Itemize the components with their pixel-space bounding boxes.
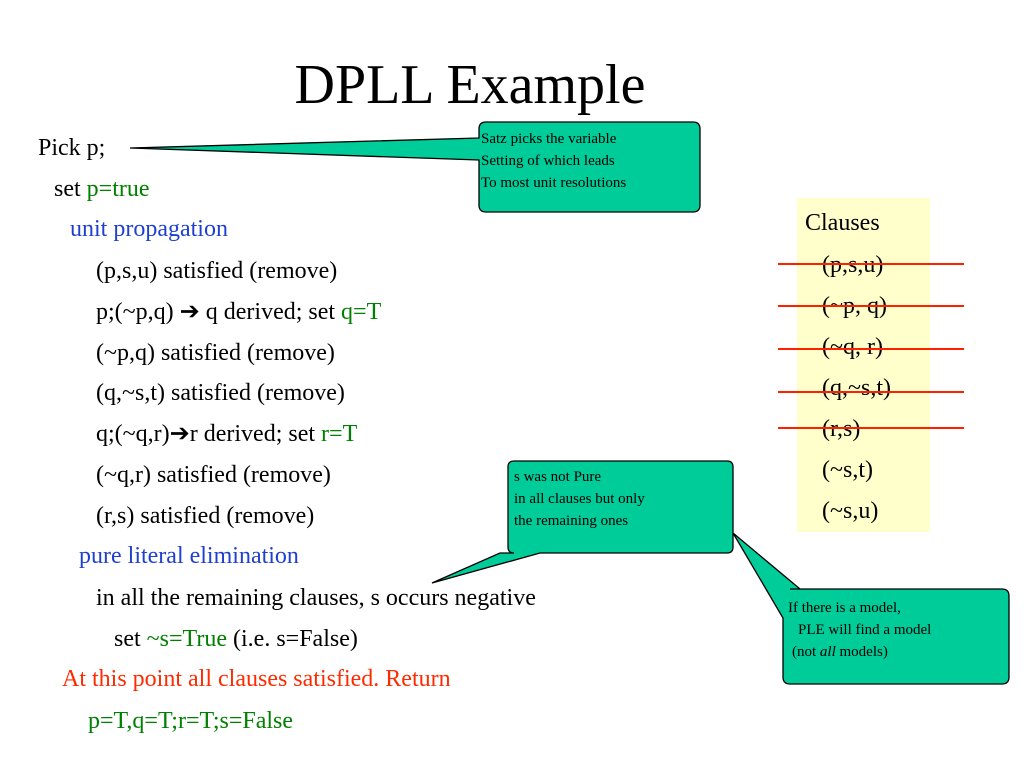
step-set-p-value: p=true xyxy=(86,176,150,202)
result-line-2: p=T,q=T;r=T;s=False xyxy=(88,708,294,734)
clause-item: (~q, r) xyxy=(822,334,883,360)
clause-item: (~s,u) xyxy=(822,498,879,524)
result-line-1: At this point all clauses satisfied. Ret… xyxy=(62,666,451,692)
model-callout-line-3-prefix: (not xyxy=(792,644,820,660)
model-callout-line-3: (not all models) xyxy=(792,641,888,663)
step-set-p-label: set xyxy=(54,176,87,202)
clause-strike-line xyxy=(778,305,964,307)
clauses-header: Clauses xyxy=(805,210,880,236)
step-r-derived-mid: r derived; set xyxy=(189,421,322,447)
step-negative-occurrence: in all the remaining clauses, s occurs n… xyxy=(96,585,536,611)
step-r-derived-value: r=T xyxy=(321,421,358,447)
clause-item: (q,~s,t) xyxy=(822,375,891,401)
satz-callout-line-1: Satz picks the variable xyxy=(481,131,617,147)
clause-strike-line xyxy=(778,348,964,350)
step-psu-satisfied: (p,s,u) satisfied (remove) xyxy=(96,258,338,284)
model-callout-line-2: PLE will find a model xyxy=(798,622,932,638)
step-npq-satisfied: (~p,q) satisfied (remove) xyxy=(96,340,335,366)
clause-item: (r,s) xyxy=(822,416,861,442)
model-callout-line-3-italic: all xyxy=(819,644,836,660)
step-q-derived: p;(~p,q) ➔ q derived; set q=T xyxy=(96,297,381,327)
step-set-s: set ~s=True (i.e. s=False) xyxy=(114,624,358,654)
clause-strike-line xyxy=(778,427,964,429)
step-nqr-satisfied: (~q,r) satisfied (remove) xyxy=(96,462,331,488)
clause-item: (p,s,u) xyxy=(822,252,884,278)
step-qnst-satisfied: (q,~s,t) satisfied (remove) xyxy=(96,380,345,406)
step-q-derived-mid: q derived; set xyxy=(199,299,342,325)
right-arrow-icon: ➔ xyxy=(169,421,190,447)
step-pure-literal: pure literal elimination xyxy=(79,543,299,569)
step-q-derived-value: q=T xyxy=(341,299,382,325)
clause-item: (~s,t) xyxy=(822,457,873,483)
clause-strike-line xyxy=(778,391,964,393)
pure-callout-line-1: s was not Pure xyxy=(514,469,602,485)
satz-callout-line-2: Setting of which leads xyxy=(481,153,615,169)
satz-callout-line-3: To most unit resolutions xyxy=(481,175,627,191)
step-q-derived-prefix: p;(~p,q) xyxy=(96,299,180,325)
step-unit-propagation: unit propagation xyxy=(70,216,228,242)
clause-strike-line xyxy=(778,263,964,265)
clauses-panel xyxy=(797,198,930,532)
step-set-s-label: set xyxy=(114,626,147,652)
right-arrow-icon: ➔ xyxy=(179,299,200,325)
pure-callout-line-3: the remaining ones xyxy=(514,513,629,529)
model-callout-line-1: If there is a model, xyxy=(788,600,901,616)
step-pick: Pick p; xyxy=(38,135,106,161)
step-r-derived: q;(~q,r)➔r derived; set r=T xyxy=(96,419,357,449)
slide-title: DPLL Example xyxy=(294,54,646,116)
step-r-derived-prefix: q;(~q,r) xyxy=(96,421,170,447)
step-rs-satisfied: (r,s) satisfied (remove) xyxy=(96,503,315,529)
step-set-p: set p=true xyxy=(54,174,150,204)
step-set-s-value: ~s=True xyxy=(146,626,227,652)
pure-callout-line-2: in all clauses but only xyxy=(514,491,645,507)
step-set-s-note: (i.e. s=False) xyxy=(227,626,358,652)
model-callout-line-3-suffix: models) xyxy=(835,644,888,660)
